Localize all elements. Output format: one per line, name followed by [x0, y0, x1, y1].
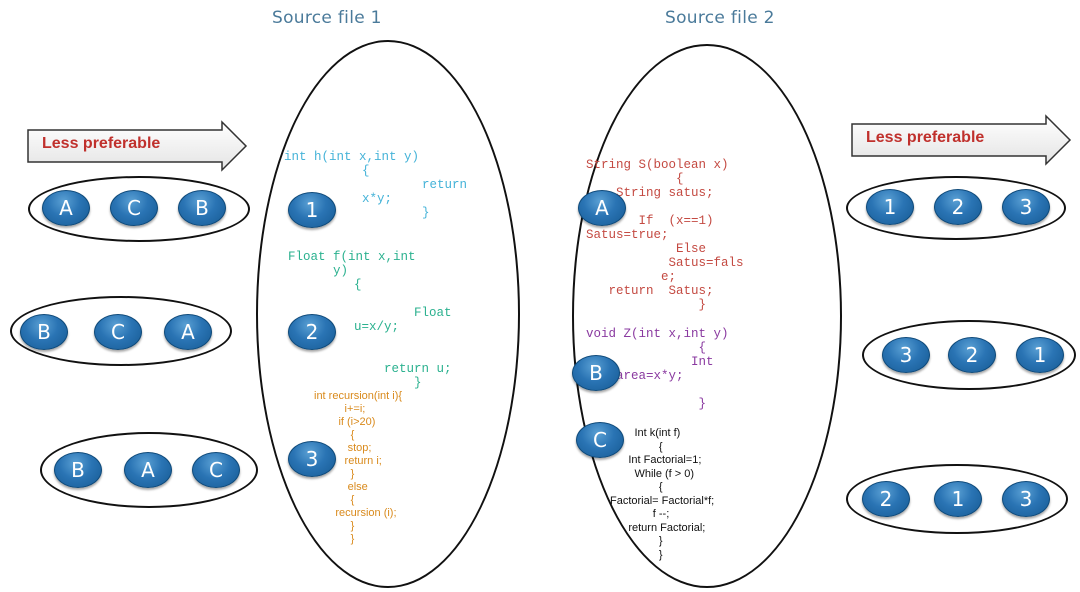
source2-badge-a: A — [578, 190, 626, 226]
source1-badge-1: 1 — [288, 192, 336, 228]
source1-badge-3: 3 — [288, 441, 336, 477]
right-less-preferable-label: Less preferable — [866, 129, 985, 146]
left-order-1-item-3: B — [178, 190, 226, 226]
source-file-1-oval — [256, 40, 520, 588]
function-h-signature: int h(int x,int y) — [284, 150, 420, 164]
source-file-1-title: Source file 1 — [272, 8, 382, 28]
left-less-preferable-label: Less preferable — [42, 135, 161, 152]
left-order-3-item-1: B — [54, 452, 102, 488]
function-f-signature: Float f(int x,int y) — [288, 250, 416, 278]
right-order-2-item-1: 3 — [882, 337, 930, 373]
left-arrow-icon — [27, 120, 248, 172]
function-h-body: { return x*y; } — [362, 164, 468, 220]
function-f-body: { Float u=x/y; return u; } — [354, 278, 452, 390]
right-order-1-item-2: 2 — [934, 189, 982, 225]
right-order-2-item-3: 1 — [1016, 337, 1064, 373]
function-s-code: String S(boolean x) { String satus; If (… — [586, 158, 744, 312]
right-order-3-item-2: 1 — [934, 481, 982, 517]
left-order-3-item-2: A — [124, 452, 172, 488]
source2-badge-b: B — [572, 355, 620, 391]
left-order-2-item-1: B — [20, 314, 68, 350]
right-order-2-item-2: 2 — [948, 337, 996, 373]
source2-badge-c: C — [576, 422, 624, 458]
left-order-2-item-3: A — [164, 314, 212, 350]
right-order-1-item-3: 3 — [1002, 189, 1050, 225]
left-order-3-item-3: C — [192, 452, 240, 488]
left-order-1-item-2: C — [110, 190, 158, 226]
function-z-code: void Z(int x,int y) { Int area=x*y; } — [586, 327, 729, 411]
source-file-2-title: Source file 2 — [665, 8, 775, 28]
source-file-2-oval — [572, 44, 842, 588]
right-arrow-icon — [851, 114, 1072, 166]
function-k-code: Int k(int f) { Int Factorial=1; While (f… — [610, 427, 715, 561]
source1-badge-2: 2 — [288, 314, 336, 350]
function-recursion-code: int recursion(int i){ i+=i; if (i>20) { … — [314, 390, 403, 545]
left-order-2-item-2: C — [94, 314, 142, 350]
right-order-1-item-1: 1 — [866, 189, 914, 225]
right-order-3-item-1: 2 — [862, 481, 910, 517]
left-order-1-item-1: A — [42, 190, 90, 226]
right-order-3-item-3: 3 — [1002, 481, 1050, 517]
